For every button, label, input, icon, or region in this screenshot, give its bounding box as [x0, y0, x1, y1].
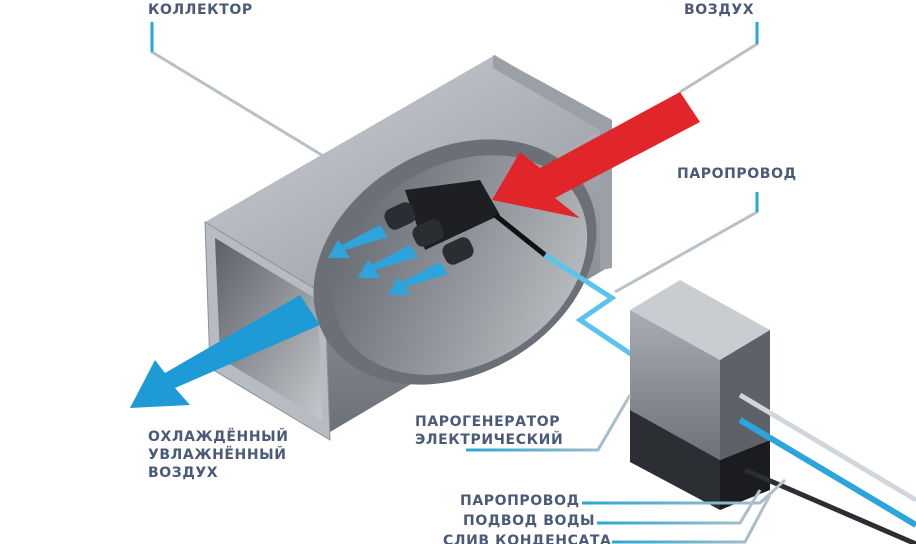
cool-air-arrow-main: [130, 295, 320, 408]
cooled-air-line-2: УВЛАЖНЁННЫЙ: [148, 447, 287, 463]
air-in-label: ВОЗДУХ: [684, 2, 755, 18]
water-supply-leader: [597, 489, 762, 525]
steam-pipe: [543, 252, 642, 363]
air-in-leader: [679, 22, 759, 94]
collector-leader: [150, 22, 331, 162]
steam-out-pipe: [738, 392, 916, 503]
steam-generator-leader: [466, 394, 632, 452]
drain-pipe: [744, 467, 916, 544]
cool-air-arrow-2: [358, 245, 418, 278]
steam-pipe-top-leader: [614, 192, 759, 294]
cooled-air-line-1: ОХЛАЖДЁННЫЙ: [148, 429, 289, 445]
collector-label: КОЛЛЕКТОР: [148, 2, 253, 18]
water-supply-label: ПОДВОД ВОДЫ: [463, 513, 596, 529]
cool-air-arrow-3: [388, 262, 448, 295]
cooled-air-label: ОХЛАЖДЁННЫЙ УВЛАЖНЁННЫЙ ВОЗДУХ: [148, 428, 289, 482]
steam-generator: [630, 280, 770, 510]
collector-manifold: [384, 180, 547, 265]
steam-pipe-label: ПАРОПРОВОД: [460, 493, 580, 509]
water-pipe: [738, 417, 916, 528]
steam-pipe-top-label: ПАРОПРОВОД: [677, 166, 797, 182]
steam-generator-label: ПАРОГЕНЕРАТОР ЭЛЕКТРИЧЕСКИЙ: [415, 413, 563, 449]
cooled-air-line-3: ВОЗДУХ: [148, 465, 219, 481]
duct-back-flange: [493, 55, 612, 270]
drain-leader: [612, 494, 772, 544]
steam-pipe-leader: [582, 478, 787, 505]
condensate-drain-label: СЛИВ КОНДЕНСАТА: [443, 533, 612, 544]
cool-air-arrow-1: [328, 225, 388, 258]
steam-generator-line-1: ПАРОГЕНЕРАТОР: [415, 414, 561, 430]
steam-generator-line-2: ЭЛЕКТРИЧЕСКИЙ: [415, 432, 564, 448]
hot-air-arrow: [492, 92, 700, 218]
